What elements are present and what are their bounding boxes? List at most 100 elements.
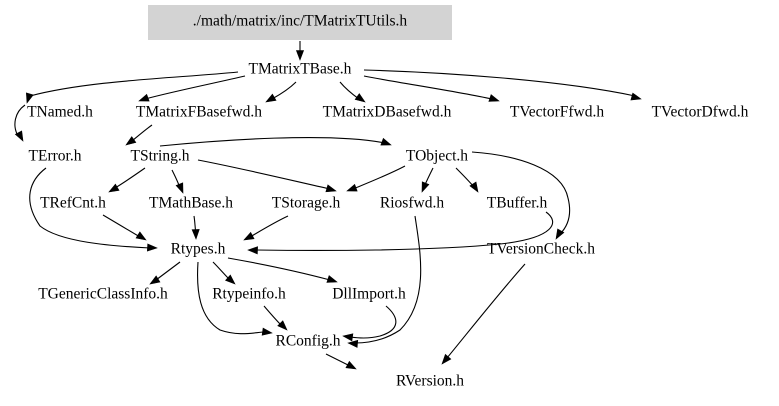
node-label: TString.h <box>131 148 190 165</box>
graph-node-TMatrixTBase[interactable]: TMatrixTBase.h <box>249 61 352 78</box>
edge-line <box>197 261 266 335</box>
graph-edge <box>191 215 200 240</box>
graph-node-TVectorFfwd[interactable]: TVectorFfwd.h <box>510 104 605 121</box>
graph-edge <box>149 261 181 285</box>
edge-line <box>144 75 246 100</box>
edge-line <box>471 151 571 235</box>
edge-line <box>446 263 526 359</box>
edge-line <box>131 124 153 142</box>
node-label: ./math/matrix/inc/TMatrixTUtils.h <box>193 13 408 30</box>
edge-line <box>349 305 397 339</box>
graph-node-TError[interactable]: TError.h <box>29 148 82 165</box>
graph-node-TGenericClassInfo[interactable]: TGenericClassInfo.h <box>38 286 168 303</box>
graph-edge <box>29 167 158 252</box>
graph-edge <box>342 305 397 342</box>
graph-node-TObject[interactable]: TObject.h <box>406 148 468 165</box>
node-label: TRefCnt.h <box>40 195 106 212</box>
edge-line <box>29 71 239 97</box>
graph-edge <box>441 263 526 365</box>
graph-edge <box>363 75 500 102</box>
graph-node-TBuffer[interactable]: TBuffer.h <box>487 195 548 212</box>
graph-node-TMatrixFBasefwd[interactable]: TMatrixFBasefwd.h <box>136 104 262 121</box>
graph-edge <box>295 41 305 61</box>
graph-edge <box>346 165 406 192</box>
graph-node-TMatrixDBasefwd[interactable]: TMatrixDBasefwd.h <box>323 104 452 121</box>
graph-edge <box>227 257 338 283</box>
node-label: TVersionCheck.h <box>487 241 595 258</box>
node-label: DllImport.h <box>332 286 406 303</box>
graph-edge <box>339 81 366 103</box>
node-label: TMatrixDBasefwd.h <box>323 104 452 121</box>
graph-node-TMathBase[interactable]: TMathBase.h <box>149 195 233 212</box>
edge-line <box>14 104 26 137</box>
node-label: Riosfwd.h <box>380 195 444 212</box>
root-node-box <box>148 5 452 40</box>
edges-layer <box>14 41 642 370</box>
graph-node-TVersionCheck[interactable]: TVersionCheck.h <box>487 241 595 258</box>
node-label: TMathBase.h <box>149 195 233 212</box>
graph-edge <box>26 71 239 104</box>
graph-edge <box>159 136 392 147</box>
graph-edge <box>102 214 147 241</box>
edge-line <box>455 167 475 188</box>
graph-edge <box>325 353 357 370</box>
node-label: RConfig.h <box>275 333 340 350</box>
node-label: TBuffer.h <box>487 195 548 212</box>
node-label: TVectorDfwd.h <box>652 104 749 121</box>
edge-line <box>227 257 331 281</box>
graph-node-Rtypes[interactable]: Rtypes.h <box>171 241 226 258</box>
graph-node-TNamed[interactable]: TNamed.h <box>27 104 93 121</box>
edge-line <box>263 305 283 327</box>
graph-edge <box>347 215 422 348</box>
graph-edge <box>263 305 288 331</box>
graph-node-TRefCnt[interactable]: TRefCnt.h <box>40 195 106 212</box>
graph-node-TString[interactable]: TString.h <box>131 148 190 165</box>
graph-edge <box>14 104 26 142</box>
node-label: TGenericClassInfo.h <box>38 286 168 303</box>
edge-line <box>363 75 493 100</box>
node-label: TError.h <box>29 148 82 165</box>
graph-node-RVersion[interactable]: RVersion.h <box>396 373 464 390</box>
graph-edge <box>138 75 246 102</box>
graph-node-TVectorDfwd[interactable]: TVectorDfwd.h <box>652 104 749 121</box>
graph-edge <box>212 261 236 285</box>
nodes-layer: ./math/matrix/inc/TMatrixTUtils.hTMatrix… <box>27 5 749 390</box>
graph-edge <box>455 167 479 193</box>
edge-line <box>29 167 151 249</box>
node-label: TObject.h <box>406 148 468 165</box>
graph-node-root[interactable]: ./math/matrix/inc/TMatrixTUtils.h <box>148 5 452 40</box>
graph-node-Riosfwd[interactable]: Riosfwd.h <box>380 195 444 212</box>
graph-edge <box>125 124 153 146</box>
edge-line <box>363 69 636 97</box>
edge-line <box>255 211 554 252</box>
graph-node-Rtypeinfo[interactable]: Rtypeinfo.h <box>212 286 286 303</box>
edge-line <box>354 215 422 344</box>
graph-edge <box>471 151 571 240</box>
graph-edge <box>265 81 297 103</box>
node-label: Rtypes.h <box>171 241 226 258</box>
graph-edge <box>108 167 146 193</box>
graph-edge <box>197 261 273 336</box>
graph-edge <box>247 211 554 255</box>
edge-line <box>352 165 406 190</box>
node-label: TVectorFfwd.h <box>510 104 605 121</box>
node-label: RVersion.h <box>396 373 464 390</box>
graph-node-DllImport[interactable]: DllImport.h <box>332 286 406 303</box>
node-label: TNamed.h <box>27 104 93 121</box>
graph-edge <box>243 215 289 241</box>
edge-line <box>155 261 181 281</box>
node-label: Rtypeinfo.h <box>212 286 286 303</box>
edge-line <box>114 167 146 189</box>
edge-line <box>325 353 351 367</box>
graph-edge <box>197 159 337 193</box>
edge-line <box>212 261 231 281</box>
edge-line <box>249 215 289 238</box>
edge-line <box>271 81 297 100</box>
edge-line <box>339 81 360 100</box>
graph-edge <box>363 69 642 101</box>
graph-node-TStorage[interactable]: TStorage.h <box>272 195 341 212</box>
edge-line <box>197 159 331 190</box>
graph-node-RConfig[interactable]: RConfig.h <box>275 333 340 350</box>
